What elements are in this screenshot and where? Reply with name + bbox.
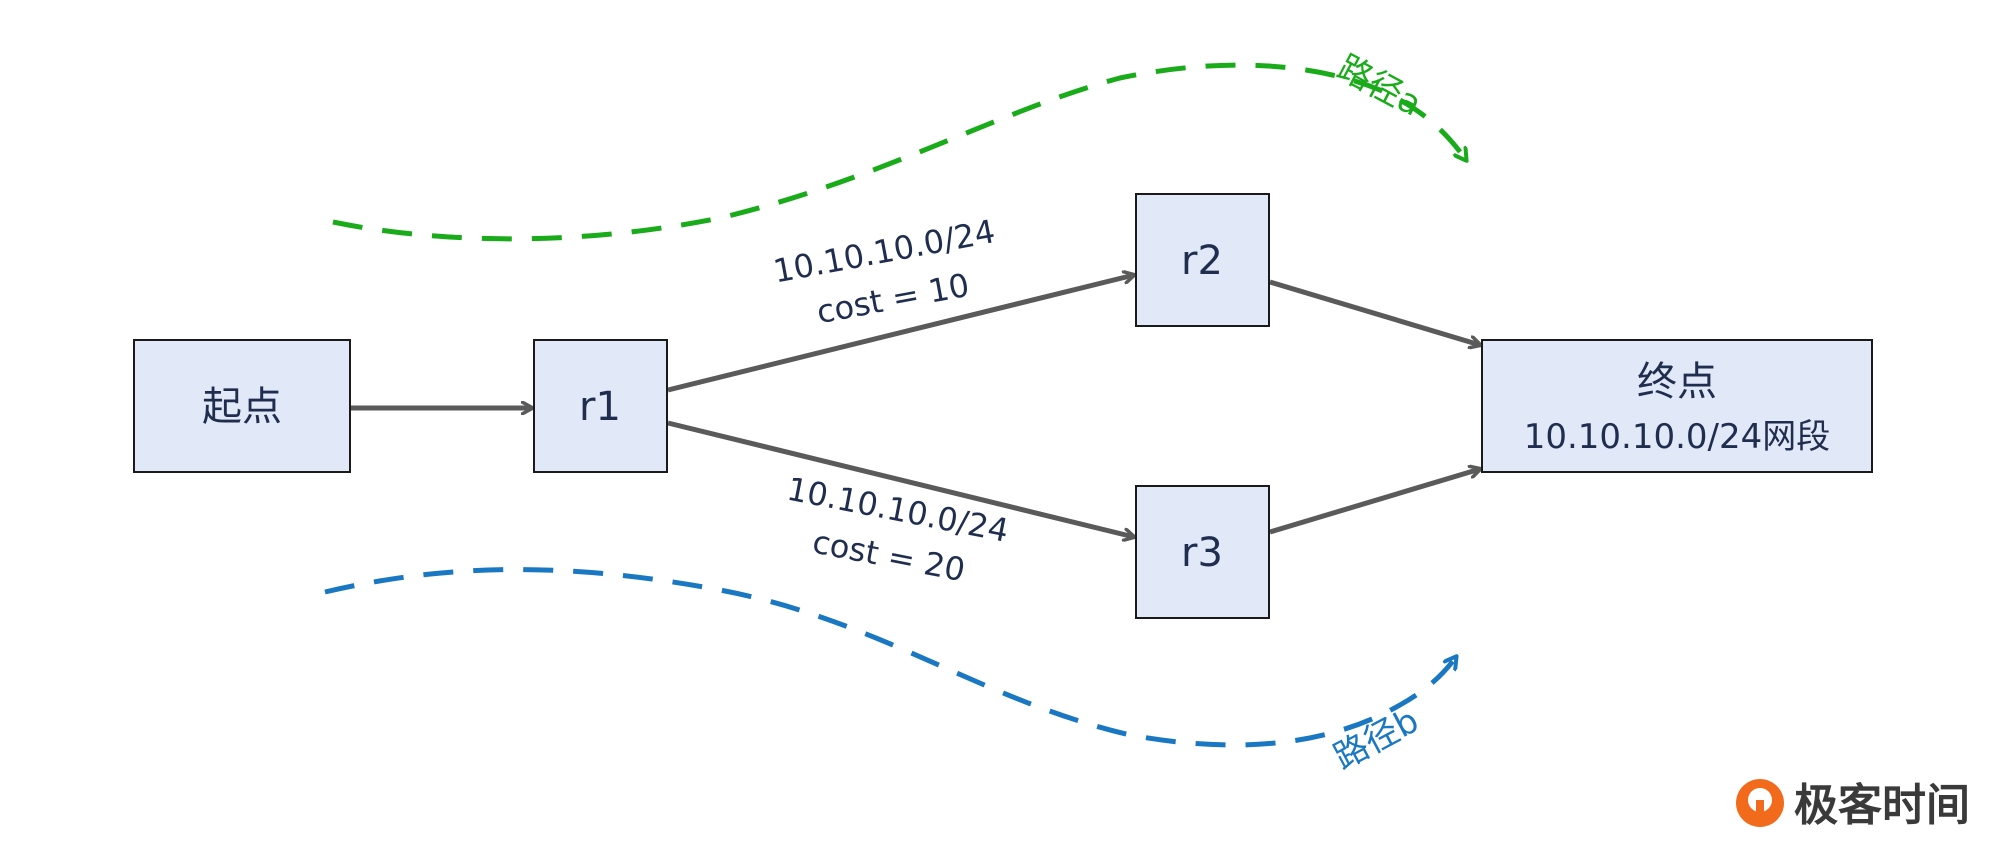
node-end-sublabel: 10.10.10.0/24网段 (1524, 417, 1831, 457)
edge-r1-r3 (667, 420, 1134, 537)
node-start-label: 起点 (202, 384, 282, 430)
brand-logo-icon (1736, 779, 1784, 827)
edge-label-r1-r2: 10.10.10.0/24 cost = 10 (770, 212, 998, 331)
node-start: 起点 (133, 339, 351, 473)
edge-r2-end (1269, 279, 1480, 345)
path-a-curve (332, 62, 1466, 242)
edge-label-r1-r3: 10.10.10.0/24 cost = 20 (784, 470, 1012, 590)
node-r2: r2 (1135, 193, 1270, 327)
brand-logo: 极客时间 (1736, 779, 1970, 831)
node-r2-label: r2 (1181, 238, 1223, 284)
path-a-label: 路径a (1331, 48, 1428, 125)
node-end-label: 终点 (1637, 359, 1717, 405)
node-end: 终点 10.10.10.0/24网段 (1481, 339, 1873, 473)
path-b-curve (324, 567, 1456, 748)
brand-logo-text: 极客时间 (1794, 780, 1970, 831)
node-r1: r1 (533, 339, 668, 473)
path-b-label: 路径b (1327, 701, 1425, 778)
edge-r1-r2 (667, 275, 1134, 393)
node-r1-label: r1 (579, 384, 621, 430)
edge-r3-end (1269, 469, 1480, 535)
node-r3-label: r3 (1181, 530, 1223, 576)
node-r3: r3 (1135, 485, 1270, 619)
